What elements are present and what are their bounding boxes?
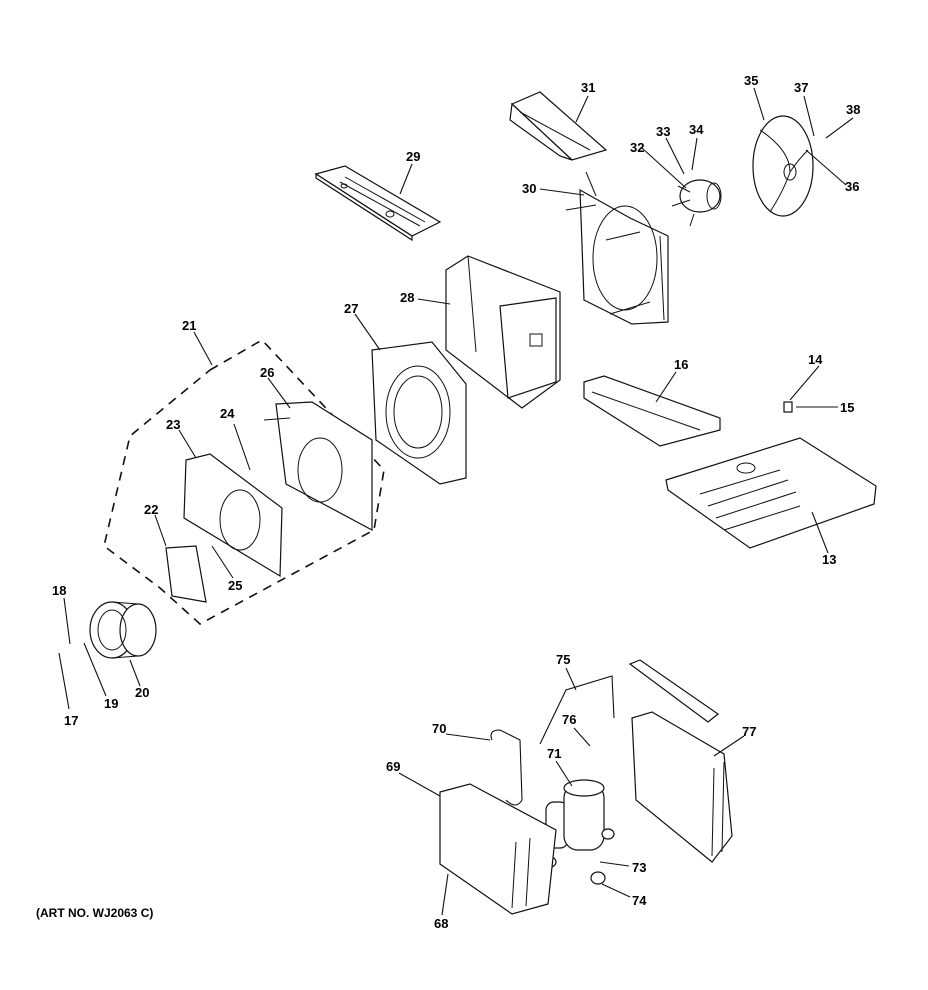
callout-21: 21 [182,318,196,333]
callout-22: 22 [144,502,158,517]
part-31-bracket [509,91,608,161]
callout-31: 31 [581,80,595,95]
callout-13: 13 [822,552,836,567]
part-20-blower-wheel [89,601,157,659]
callout-26: 26 [260,365,274,380]
callout-30: 30 [522,181,536,196]
part-26-front-housing [263,401,373,532]
callout-76: 76 [562,712,576,727]
callout-28: 28 [400,290,414,305]
callout-18: 18 [52,583,66,598]
callout-36: 36 [845,179,859,194]
part-70-tubing [490,729,523,806]
callout-23: 23 [166,417,180,432]
part-13-base-pan [665,437,877,549]
callout-14: 14 [808,352,823,367]
callout-25: 25 [228,578,242,593]
leader-lines [58,87,854,916]
part-27-blower-housing [371,341,467,485]
callout-29: 29 [406,149,420,164]
part-22-plate [165,545,207,603]
callout-71: 71 [547,746,561,761]
callout-38: 38 [846,102,860,117]
callout-24: 24 [220,406,235,421]
callout-16: 16 [674,357,688,372]
callout-17: 17 [64,713,78,728]
part-21-assembly-outline [103,338,385,625]
callout-33: 33 [656,124,670,139]
callout-77: 77 [742,724,756,739]
part-28-control-box [445,255,561,409]
callout-15: 15 [840,400,854,415]
part-23-scroll [183,453,283,578]
callout-70: 70 [432,721,446,736]
art-number: (ART NO. WJ2063 C) [36,906,154,920]
part-29-top-plate [314,165,442,242]
callout-69: 69 [386,759,400,774]
part-30-fan-shroud [565,171,669,325]
callout-35: 35 [744,73,758,88]
part-14-15-clip [783,401,793,413]
callout-20: 20 [135,685,149,700]
part-35-fan-blade [752,115,814,217]
callout-68: 68 [434,916,448,931]
callout-19: 19 [104,696,118,711]
callout-34: 34 [689,122,704,137]
callout-32: 32 [630,140,644,155]
part-69-evaporator-coil [439,783,557,915]
callout-37: 37 [794,80,808,95]
callout-labels: 13 14 15 16 17 18 19 20 21 22 23 24 25 2… [52,73,860,931]
callout-27: 27 [344,301,358,316]
callout-73: 73 [632,860,646,875]
part-32-fan-motor [671,179,722,227]
part-77-condenser-coil [628,659,733,863]
part-16-channel [583,375,721,447]
part-75-tube [539,675,615,745]
callout-75: 75 [556,652,570,667]
callout-74: 74 [632,893,647,908]
